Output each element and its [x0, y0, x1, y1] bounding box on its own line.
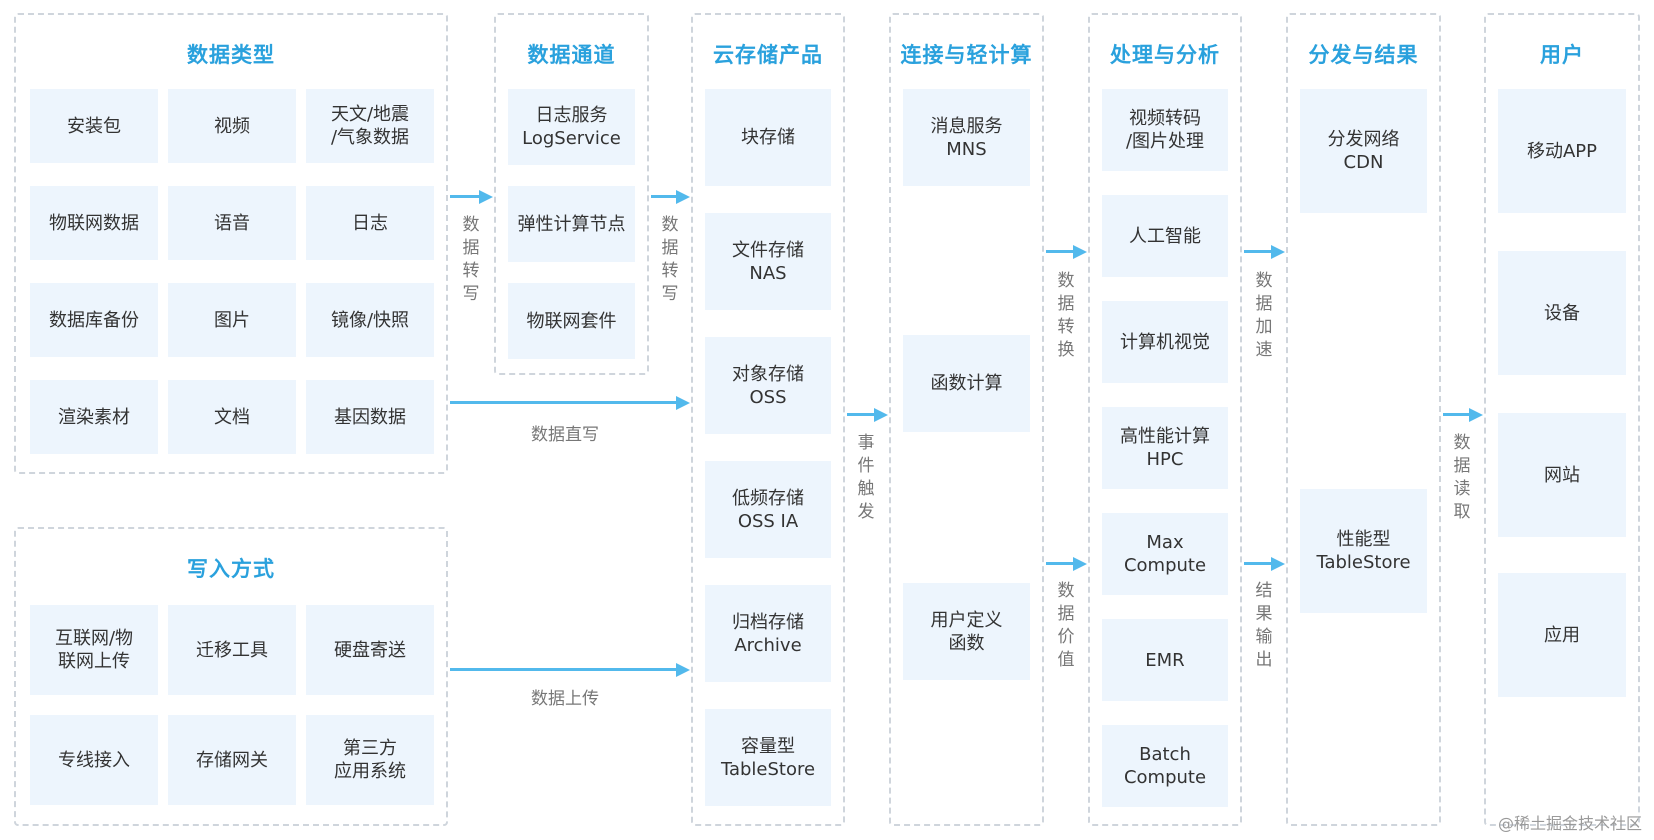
item-third-party-system: 第三方 应用系统 [306, 715, 434, 805]
arrow-types-to-channel [450, 190, 493, 204]
item-archive: 归档存储 Archive [705, 585, 831, 682]
item-website: 网站 [1498, 413, 1626, 537]
label-direct-write: 数据直写 [531, 425, 599, 445]
label-data-convert: 数 据 转 换 [1057, 271, 1075, 360]
item-performance-tablestore: 性能型 TableStore [1300, 489, 1427, 613]
item-emr: EMR [1102, 619, 1228, 701]
panel-processing: 处理与分析 视频转码 /图片处理 人工智能 计算机视觉 高性能计算 HPC Ma… [1088, 13, 1242, 826]
item-log-service: 日志服务 LogService [508, 89, 635, 165]
item-computer-vision: 计算机视觉 [1102, 301, 1228, 383]
item-block-storage: 块存储 [705, 89, 831, 186]
item-ai: 人工智能 [1102, 195, 1228, 277]
watermark: @稀土掘金技术社区 [1497, 814, 1642, 833]
item-batch-compute: Batch Compute [1102, 725, 1228, 807]
arrow-direct-write [450, 396, 690, 410]
item-nas: 文件存储 NAS [705, 213, 831, 310]
item-oss: 对象存储 OSS [705, 337, 831, 434]
label-event-trigger: 事 件 触 发 [857, 433, 875, 522]
arrow-channel-to-storage [651, 190, 690, 204]
label-result-output: 结 果 输 出 [1255, 581, 1273, 670]
panel-title: 数据类型 [187, 43, 275, 67]
label-upload: 数据上传 [531, 689, 599, 709]
panel-cloud-storage: 云存储产品 块存储 文件存储 NAS 对象存储 OSS 低频存储 OSS IA … [691, 13, 845, 826]
label-data-value: 数 据 价 值 [1057, 581, 1075, 670]
item-cdn: 分发网络 CDN [1300, 89, 1427, 213]
item-video-transcode: 视频转码 /图片处理 [1102, 89, 1228, 171]
item-migration-tool: 迁移工具 [168, 605, 296, 695]
item-device: 设备 [1498, 251, 1626, 375]
item-astro-seismic-weather: 天文/地震 /气象数据 [306, 89, 434, 163]
item-user-defined-function: 用户定义 函数 [903, 583, 1030, 680]
item-hpc: 高性能计算 HPC [1102, 407, 1228, 489]
arrow-connect-to-processing-top [1046, 245, 1087, 259]
panel-title: 用户 [1540, 43, 1584, 67]
panel-title: 分发与结果 [1308, 43, 1419, 67]
item-install-package: 安装包 [30, 89, 158, 163]
label-transfer-write-2: 数 据 转 写 [661, 215, 679, 304]
item-elastic-compute-node: 弹性计算节点 [508, 186, 635, 262]
item-function-compute: 函数计算 [903, 335, 1030, 432]
item-storage-gateway: 存储网关 [168, 715, 296, 805]
item-document: 文档 [168, 380, 296, 454]
arrow-upload [450, 663, 690, 677]
arrow-connect-to-processing-bottom [1046, 557, 1087, 571]
panel-data-channel: 数据通道 日志服务 LogService 弹性计算节点 物联网套件 [494, 13, 649, 375]
panel-data-types: 数据类型 安装包 视频 天文/地震 /气象数据 物联网数据 语音 日志 数据库备… [14, 13, 448, 474]
item-capacity-tablestore: 容量型 TableStore [705, 709, 831, 806]
item-render-assets: 渲染素材 [30, 380, 158, 454]
label-data-read: 数 据 读 取 [1453, 433, 1471, 522]
item-application: 应用 [1498, 573, 1626, 697]
item-internet-iot-upload: 互联网/物 联网上传 [30, 605, 158, 695]
panel-title: 数据通道 [527, 43, 616, 67]
panel-distribution: 分发与结果 分发网络 CDN 性能型 TableStore [1286, 13, 1441, 826]
item-mirror-snapshot: 镜像/快照 [306, 283, 434, 357]
item-video: 视频 [168, 89, 296, 163]
panel-title: 写入方式 [187, 557, 275, 581]
panel-title: 连接与轻计算 [900, 43, 1033, 67]
item-db-backup: 数据库备份 [30, 283, 158, 357]
arrow-distribution-to-users [1443, 408, 1483, 422]
item-iot-data: 物联网数据 [30, 186, 158, 260]
panel-connect-compute: 连接与轻计算 消息服务 MNS 函数计算 用户定义 函数 [889, 13, 1044, 826]
panel-title: 云存储产品 [713, 43, 823, 67]
item-mobile-app: 移动APP [1498, 89, 1626, 213]
item-mns: 消息服务 MNS [903, 89, 1030, 186]
panel-users: 用户 移动APP 设备 网站 应用 [1484, 13, 1640, 826]
label-data-accel: 数 据 加 速 [1255, 271, 1273, 360]
item-voice: 语音 [168, 186, 296, 260]
item-iot-suite: 物联网套件 [508, 283, 635, 359]
arrow-processing-to-distribution-top [1244, 245, 1285, 259]
item-log: 日志 [306, 186, 434, 260]
item-max-compute: Max Compute [1102, 513, 1228, 595]
item-oss-ia: 低频存储 OSS IA [705, 461, 831, 558]
item-gene-data: 基因数据 [306, 380, 434, 454]
item-image: 图片 [168, 283, 296, 357]
arrow-storage-to-connect [847, 408, 888, 422]
label-transfer-write-1: 数 据 转 写 [462, 215, 480, 304]
arrow-processing-to-distribution-bottom [1244, 557, 1285, 571]
panel-title: 处理与分析 [1110, 43, 1220, 67]
item-disk-shipping: 硬盘寄送 [306, 605, 434, 695]
item-dedicated-line: 专线接入 [30, 715, 158, 805]
panel-write-methods: 写入方式 互联网/物 联网上传 迁移工具 硬盘寄送 专线接入 存储网关 第三方 … [14, 527, 448, 826]
